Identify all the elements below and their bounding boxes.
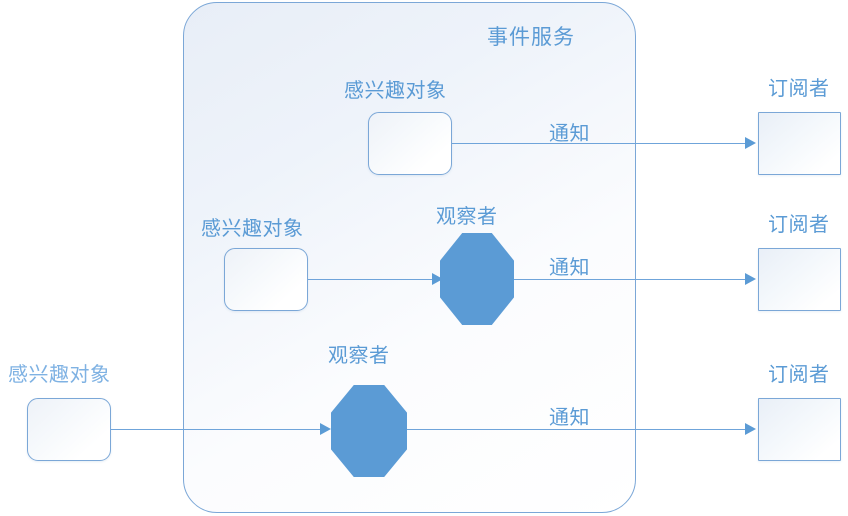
row3-subject-to-observer-connector xyxy=(111,429,322,430)
row2-notify-label: 通知 xyxy=(549,257,590,279)
row2-observer-label: 观察者 xyxy=(436,206,498,228)
row2-arrow-icon xyxy=(745,273,756,285)
row1-arrow-icon xyxy=(745,137,756,149)
row1-subject-label: 感兴趣对象 xyxy=(344,80,447,102)
row1-notify-connector xyxy=(452,143,745,144)
row3-subject-label: 感兴趣对象 xyxy=(8,364,111,386)
row2-subject-to-observer-connector xyxy=(308,279,434,280)
row2-subscriber-label: 订阅者 xyxy=(768,214,830,236)
row3-notify-label: 通知 xyxy=(549,407,590,429)
row2-subscriber-box[interactable] xyxy=(758,248,841,311)
row2-subject-label: 感兴趣对象 xyxy=(201,218,304,240)
row1-subscriber-label: 订阅者 xyxy=(768,78,830,100)
row1-notify-label: 通知 xyxy=(549,123,590,145)
row3-notify-connector xyxy=(407,429,745,430)
row3-arrow-to-observer-icon xyxy=(320,423,331,435)
row2-observer-octagon[interactable] xyxy=(440,233,514,325)
row2-subject-box[interactable] xyxy=(224,248,308,311)
row3-subject-box[interactable] xyxy=(27,398,111,461)
row3-observer-label: 观察者 xyxy=(328,345,390,367)
row3-subscriber-label: 订阅者 xyxy=(768,364,830,386)
row2-notify-connector xyxy=(514,279,745,280)
row1-subject-box[interactable] xyxy=(368,112,452,175)
row3-subscriber-box[interactable] xyxy=(758,398,841,461)
event-service-title: 事件服务 xyxy=(487,26,575,49)
row1-subscriber-box[interactable] xyxy=(758,112,841,175)
row3-observer-octagon[interactable] xyxy=(331,385,407,477)
row2-arrow-to-observer-icon xyxy=(432,273,443,285)
row3-arrow-icon xyxy=(745,423,756,435)
